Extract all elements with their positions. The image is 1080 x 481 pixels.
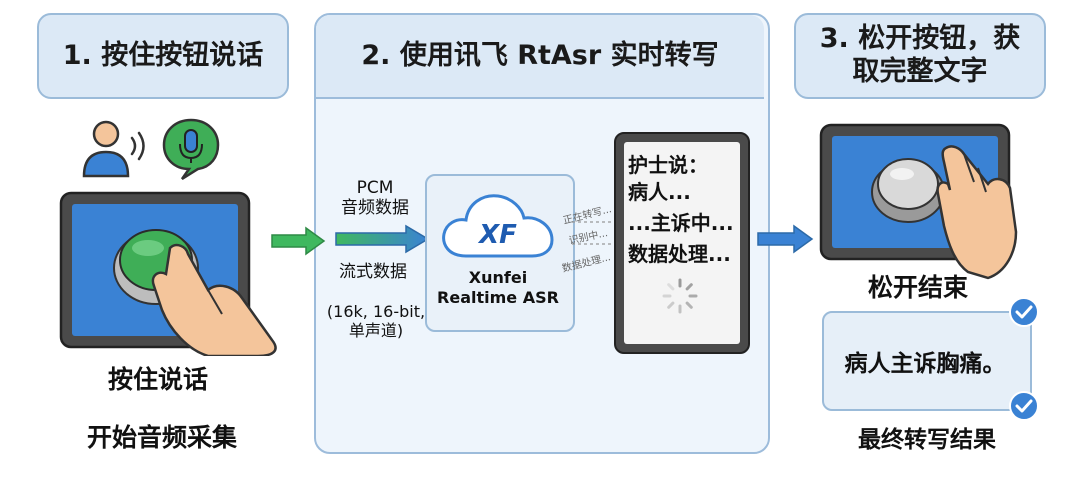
pcm-label: PCM 音频数据 [341, 178, 409, 219]
tablet-release-illustration[interactable] [818, 122, 1018, 282]
step3-title: 3. 松开按钮，获 取完整文字 [794, 13, 1046, 99]
step2-title: 2. 使用讯飞 RtAsr 实时转写 [316, 15, 764, 99]
step3-title-text: 3. 松开按钮，获 取完整文字 [819, 23, 1021, 87]
phone-line-1: 护士说： [628, 153, 708, 177]
phone-line-4: 数据处理... [628, 242, 731, 266]
dashed-connector [572, 221, 618, 245]
spinner-icon [662, 278, 698, 314]
sound-waves-icon [130, 131, 145, 161]
final-label: 最终转写结果 [858, 427, 996, 453]
check-icon [1009, 391, 1039, 421]
phone-line-3: ...主诉中... [628, 211, 734, 235]
hold-label: 按住说话 [107, 365, 208, 394]
check-icon [1009, 297, 1039, 327]
cloud-icon: XF [442, 194, 554, 258]
asr-name: Xunfei Realtime ASR [437, 268, 559, 307]
stream-label: 流式数据 [339, 262, 407, 282]
step2-title-text: 2. 使用讯飞 RtAsr 实时转写 [361, 39, 719, 71]
phone-transcript: 护士说： 病人... ...主诉中... 数据处理... [628, 152, 734, 268]
user-icon [82, 120, 130, 178]
arrow-green-right-icon [271, 226, 326, 256]
arrow-blue-right-icon [757, 224, 814, 254]
result-text: 病人主诉胸痛。 [844, 351, 1006, 377]
tablet-press-illustration[interactable] [58, 190, 290, 356]
start-label: 开始音频采集 [86, 423, 237, 452]
arrow-pcm-icon [335, 224, 430, 254]
phone-device [614, 132, 750, 354]
step1-title-text: 1. 按住按钮说话 [62, 39, 264, 71]
asr-logo: XF [477, 220, 517, 250]
step1-title: 1. 按住按钮说话 [37, 13, 289, 99]
phone-line-2: 病人... [628, 180, 691, 204]
format-label: (16k, 16-bit, 单声道) [326, 302, 426, 341]
release-label: 松开结束 [867, 273, 968, 302]
microphone-icon [162, 118, 220, 181]
phone-screen [624, 142, 740, 344]
result-card [822, 311, 1032, 411]
